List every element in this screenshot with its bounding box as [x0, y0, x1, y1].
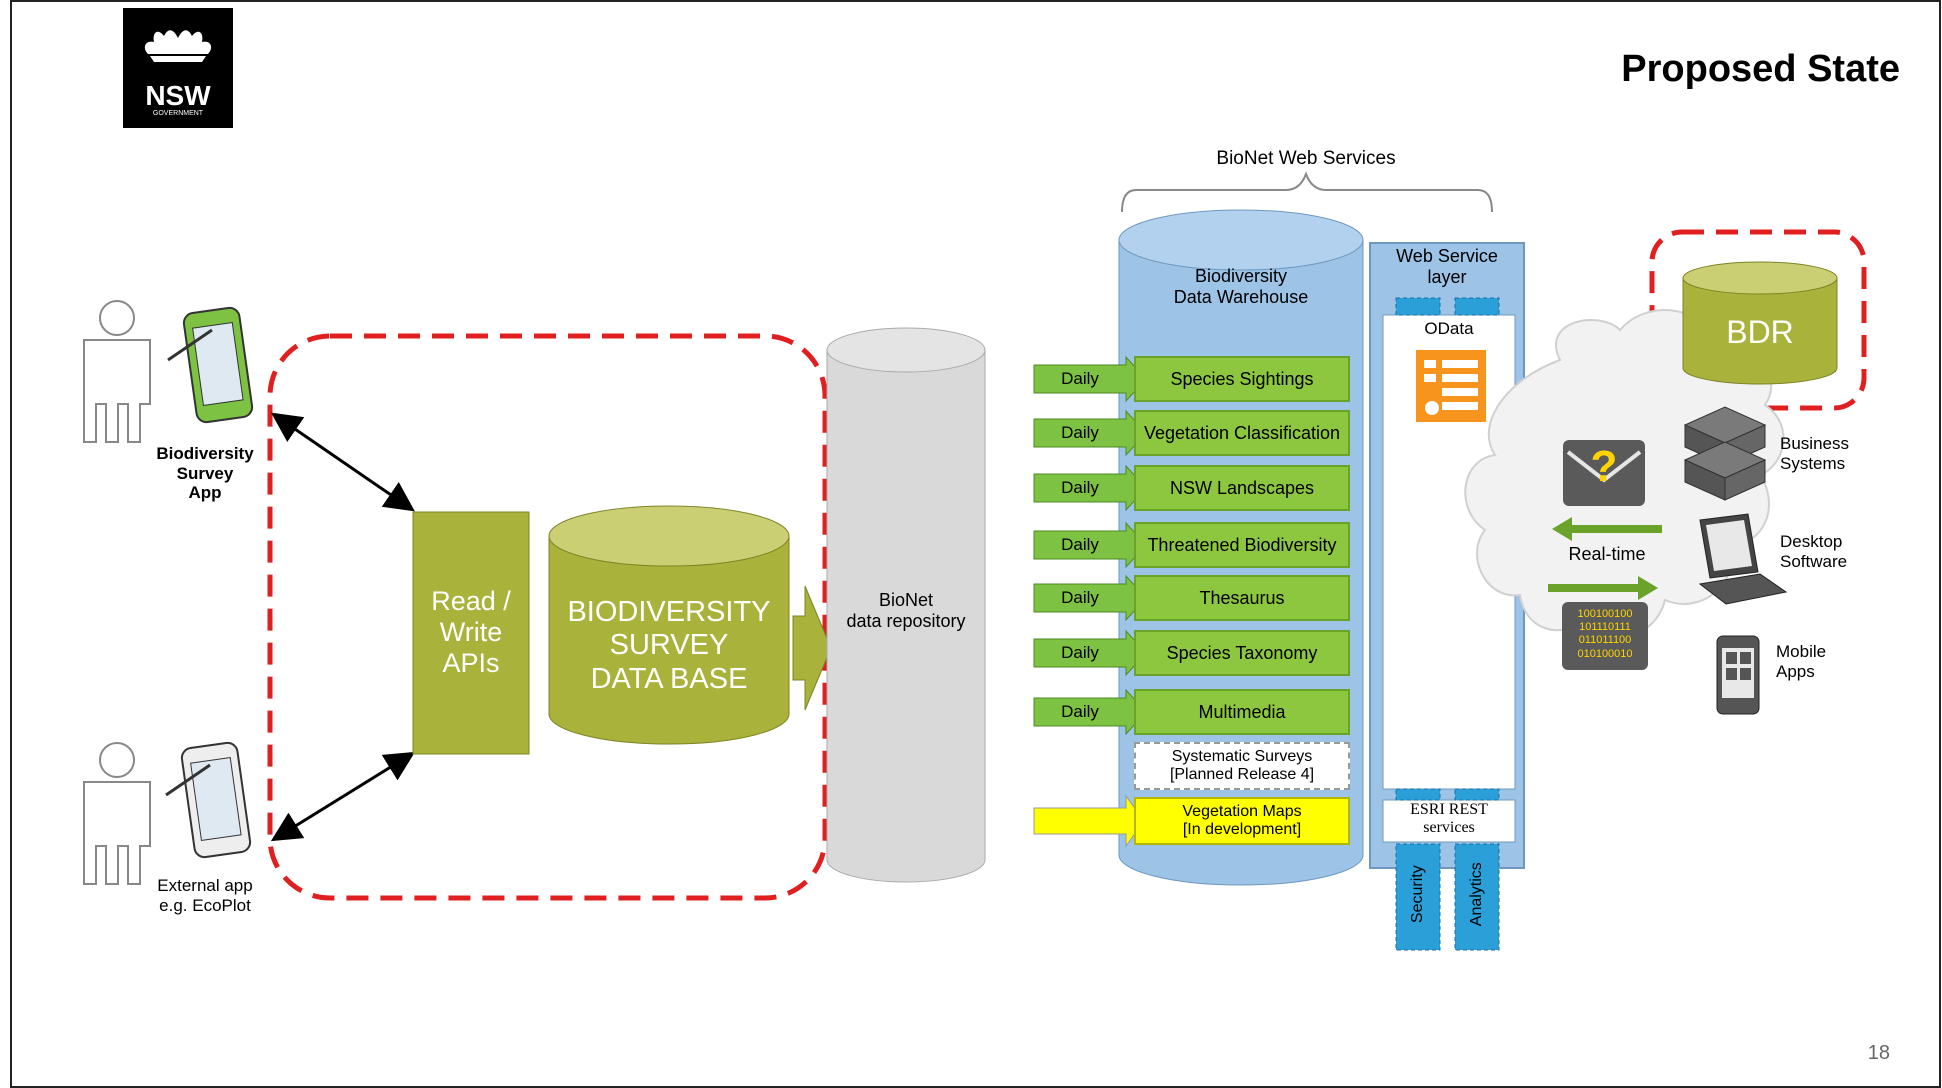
api-connector-arrow — [270, 751, 416, 842]
daily-label: Daily — [1061, 643, 1099, 662]
person-icon — [83, 742, 151, 885]
mobile-phone-icon — [1716, 635, 1760, 715]
in-development-item: Vegetation Maps[In development] — [1134, 797, 1350, 845]
analytics-bar — [1454, 843, 1500, 951]
question-mark-label: ? — [1590, 442, 1618, 491]
servers-icon — [1683, 406, 1767, 501]
realtime-arrow-right-icon — [1548, 576, 1658, 600]
web-services-label: BioNet Web Services — [1216, 148, 1396, 169]
security-label: Security — [1408, 865, 1426, 924]
tablet-icon — [165, 741, 252, 859]
warehouse-item: Species Sightings — [1134, 356, 1350, 402]
realtime-arrow-left-icon — [1552, 517, 1662, 541]
tablet-icon — [167, 306, 254, 424]
logo-text: NSW — [145, 80, 211, 111]
slide-number: 18 — [1867, 1042, 1890, 1064]
person-icon — [83, 300, 151, 443]
security-bar — [1395, 843, 1441, 951]
logo-subtext: GOVERNMENT — [152, 110, 204, 117]
daily-label: Daily — [1061, 535, 1099, 554]
in-development-arrow-icon — [1033, 794, 1145, 848]
daily-label: Daily — [1061, 702, 1099, 721]
warehouse-item: Thesaurus — [1134, 575, 1350, 621]
warehouse-item: Vegetation Classification — [1134, 410, 1350, 456]
connector-stubs — [1395, 297, 1500, 801]
daily-label: Daily — [1061, 423, 1099, 442]
web-services-brace — [1121, 171, 1493, 213]
odata-label: OData — [1424, 319, 1474, 338]
bdr-label: BDR — [1726, 314, 1794, 350]
analytics-label: Analytics — [1467, 862, 1485, 927]
page-title: Proposed State — [1621, 48, 1900, 90]
binary-data-icon — [1562, 602, 1648, 670]
message-envelope-icon — [1563, 440, 1645, 506]
daily-label: Daily — [1061, 369, 1099, 388]
odata-icon — [1416, 350, 1486, 422]
laptop-icon — [1698, 513, 1788, 605]
esri-panel — [1382, 799, 1516, 843]
slide-border — [10, 0, 1941, 1088]
warehouse-item: Threatened Biodiversity — [1134, 522, 1350, 568]
realtime-label: Real-time — [1568, 544, 1646, 564]
daily-arrow-group — [1033, 355, 1147, 736]
read-write-apis-box — [412, 511, 530, 755]
planned-item: Systematic Surveys[Planned Release 4] — [1134, 742, 1350, 790]
warehouse-item: NSW Landscapes — [1134, 465, 1350, 511]
repository-cylinder — [826, 327, 986, 883]
nsw-logo — [123, 8, 233, 128]
warehouse-item: Species Taxonomy — [1134, 630, 1350, 676]
survey-database-cylinder — [548, 505, 790, 745]
daily-label: Daily — [1061, 478, 1099, 497]
sync-arrow-icon — [792, 585, 832, 711]
app-group-outline — [267, 333, 828, 901]
warehouse-item: Multimedia — [1134, 689, 1350, 735]
api-connector-arrow — [271, 412, 415, 512]
daily-label: Daily — [1061, 588, 1099, 607]
bdr-cylinder — [1682, 261, 1838, 385]
